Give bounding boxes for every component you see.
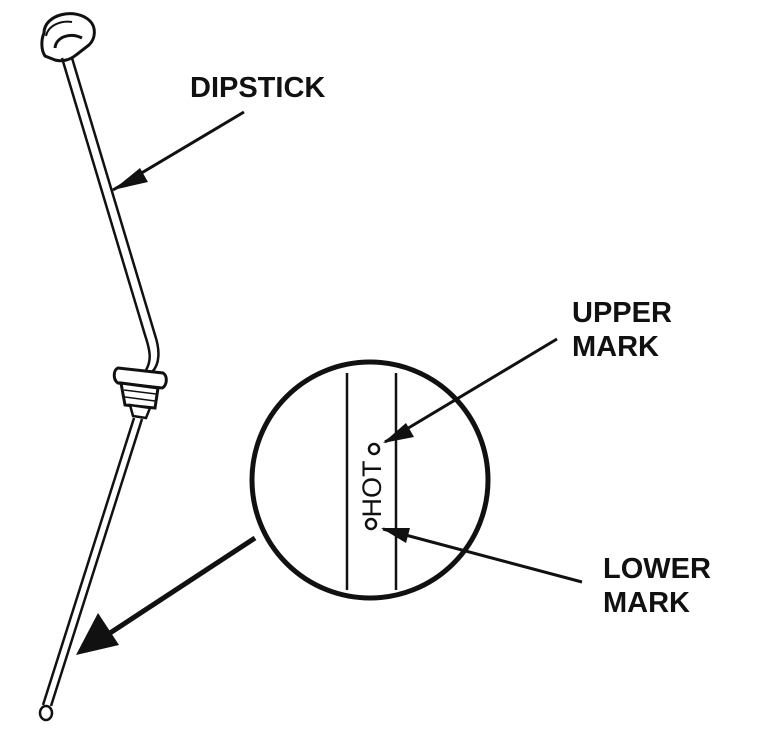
hot-marking: HOT	[357, 461, 387, 518]
detail-arrow	[108, 535, 257, 636]
dipstick-handle	[40, 12, 96, 63]
upper-mark-label-line1: UPPER	[572, 297, 672, 329]
lower-mark-dot	[364, 517, 378, 531]
upper-mark-label-line2: MARK	[572, 331, 659, 363]
detail-view: HOT	[249, 359, 491, 601]
dipstick-rod-upper	[60, 57, 160, 373]
lower-mark-label-line2: MARK	[603, 587, 690, 619]
dipstick-label: DIPSTICK	[190, 72, 325, 104]
dipstick-grommet	[112, 366, 168, 420]
dipstick-rod-lower	[41, 417, 144, 707]
lower-mark-arrow	[382, 527, 583, 584]
dipstick-tip	[38, 704, 54, 722]
arrows	[76, 110, 583, 655]
upper-mark-dot	[367, 442, 381, 456]
upper-mark-arrow	[384, 337, 558, 444]
lower-mark-label-line1: LOWER	[603, 553, 711, 585]
